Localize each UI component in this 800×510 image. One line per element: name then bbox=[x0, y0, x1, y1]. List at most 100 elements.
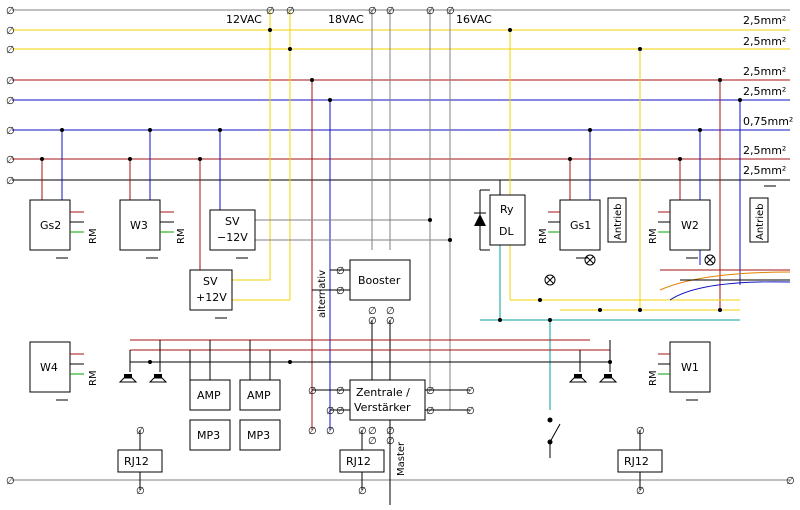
module-amp-2 bbox=[239, 379, 281, 411]
terminal-marker: ∅ bbox=[386, 316, 395, 327]
module-mp3-1 bbox=[189, 419, 231, 451]
junction-dot bbox=[310, 78, 314, 82]
module-rj12-3-label: RJ12 bbox=[624, 455, 649, 468]
module-rj12-1 bbox=[117, 449, 163, 473]
terminal-marker: ∅ bbox=[636, 426, 645, 437]
module-amp-2-label: AMP bbox=[247, 389, 271, 402]
module-zentrale-l1: Zentrale / bbox=[356, 386, 410, 399]
terminal-marker: ∅ bbox=[368, 316, 377, 327]
supply-label-12vac: 12VAC bbox=[226, 13, 262, 26]
speaker-icon-1 bbox=[118, 374, 138, 383]
junction-dot bbox=[40, 157, 44, 161]
switch-icon bbox=[547, 417, 561, 458]
speaker-icon-2 bbox=[148, 374, 168, 383]
terminal-marker: ∅ bbox=[136, 486, 145, 497]
rm-label-w3: RM bbox=[176, 228, 187, 244]
terminal-marker: ∅ bbox=[6, 26, 15, 37]
module-drops bbox=[41, 130, 701, 411]
junction-dot bbox=[638, 47, 642, 51]
junction-dot bbox=[60, 128, 64, 132]
junction-dot bbox=[288, 360, 292, 364]
module-w2-label: W2 bbox=[681, 219, 699, 232]
rm-label-gs1: RM bbox=[538, 228, 549, 244]
module-booster bbox=[349, 259, 411, 301]
terminal-marker: ∅ bbox=[336, 266, 345, 277]
rj12-wiring bbox=[139, 430, 641, 490]
speakers bbox=[118, 374, 618, 383]
lamp-2-x2 bbox=[586, 256, 594, 264]
diode-triangle bbox=[474, 214, 486, 226]
track-curve-orange bbox=[659, 271, 791, 291]
junction-dot bbox=[738, 98, 742, 102]
module-gs1-label: Gs1 bbox=[570, 219, 591, 232]
junction-dot bbox=[498, 318, 502, 322]
terminal-marker: ∅ bbox=[336, 386, 345, 397]
module-w1-label: W1 bbox=[681, 361, 699, 374]
junction-dot bbox=[508, 28, 512, 32]
junction-dot bbox=[448, 238, 452, 242]
module-gs1 bbox=[559, 199, 601, 251]
junction-dot bbox=[678, 157, 682, 161]
terminal-marker: ∅ bbox=[466, 386, 475, 397]
bus-label-7: 2,5mm² bbox=[743, 164, 786, 177]
junction-dot bbox=[148, 128, 152, 132]
terminal-marker: ∅ bbox=[326, 426, 335, 437]
label-alternativ: alternativ bbox=[317, 270, 328, 318]
junction-dot bbox=[698, 128, 702, 132]
terminal-marker: ∅ bbox=[636, 486, 645, 497]
supply-labels: 12VAC 18VAC 16VAC bbox=[226, 13, 492, 26]
module-antrieb-1-label: Antrieb bbox=[613, 204, 624, 241]
junction-dot bbox=[328, 98, 332, 102]
module-w1 bbox=[669, 341, 711, 393]
module-sv-minus12-l1: SV bbox=[225, 215, 240, 228]
terminal-marker: ∅ bbox=[358, 486, 367, 497]
module-rj12-2-label: RJ12 bbox=[346, 455, 371, 468]
bus-label-1: 2,5mm² bbox=[743, 14, 786, 27]
module-dl-label: DL bbox=[499, 225, 514, 238]
module-rj12-1-label: RJ12 bbox=[124, 455, 149, 468]
rm-stubs bbox=[70, 211, 670, 375]
rm-labels: RM RM RM RM RM RM bbox=[88, 228, 659, 386]
module-sv-minus12 bbox=[209, 209, 256, 251]
terminal-marker: ∅ bbox=[6, 45, 15, 56]
terminal-marker: ∅ bbox=[6, 126, 15, 137]
module-w2 bbox=[669, 199, 711, 251]
terminal-marker: ∅ bbox=[446, 6, 455, 17]
module-sv-plus12 bbox=[189, 269, 233, 311]
track-wires bbox=[659, 269, 791, 301]
module-w4-label: W4 bbox=[40, 361, 58, 374]
speaker-icon-4 bbox=[598, 374, 618, 383]
junction-dot bbox=[268, 28, 272, 32]
terminal-marker: ∅ bbox=[286, 6, 295, 17]
diode-icon bbox=[474, 189, 490, 251]
junction-dot bbox=[148, 360, 152, 364]
terminal-marker: ∅ bbox=[386, 306, 395, 317]
module-antrieb-2-label: Antrieb bbox=[755, 204, 766, 241]
module-mp3-1-label: MP3 bbox=[197, 429, 220, 442]
terminal-marker: ∅ bbox=[308, 386, 317, 397]
module-booster-label: Booster bbox=[358, 274, 401, 287]
speaker-icon-3 bbox=[568, 374, 588, 383]
rm-label-w2: RM bbox=[648, 228, 659, 244]
terminal-marker: ∅ bbox=[6, 96, 15, 107]
module-antrieb-1 bbox=[607, 197, 627, 243]
junction-dot bbox=[218, 128, 222, 132]
module-gs2-label: Gs2 bbox=[40, 219, 61, 232]
terminal-marker: ∅ bbox=[336, 406, 345, 417]
module-zentrale-l2: Verstärker bbox=[354, 401, 411, 414]
module-gs2 bbox=[29, 199, 71, 251]
module-mp3-2 bbox=[239, 419, 281, 451]
junction-dot bbox=[198, 157, 202, 161]
bus-label-6: 2,5mm² bbox=[743, 144, 786, 157]
junction-dot bbox=[588, 128, 592, 132]
module-sv-plus12-l2: +12V bbox=[196, 291, 227, 304]
rm-label-w1: RM bbox=[648, 370, 659, 386]
module-amp-1 bbox=[189, 379, 231, 411]
rm-label-w4: RM bbox=[88, 370, 99, 386]
terminal-marker: ∅ bbox=[386, 6, 395, 17]
bus-labels: 2,5mm² 2,5mm² 2,5mm² 2,5mm² 0,75mm² 2,5m… bbox=[743, 14, 793, 177]
ground-symbols bbox=[56, 185, 776, 401]
junction-dot bbox=[288, 47, 292, 51]
audio-wiring bbox=[129, 339, 611, 380]
junction-dot bbox=[718, 308, 722, 312]
